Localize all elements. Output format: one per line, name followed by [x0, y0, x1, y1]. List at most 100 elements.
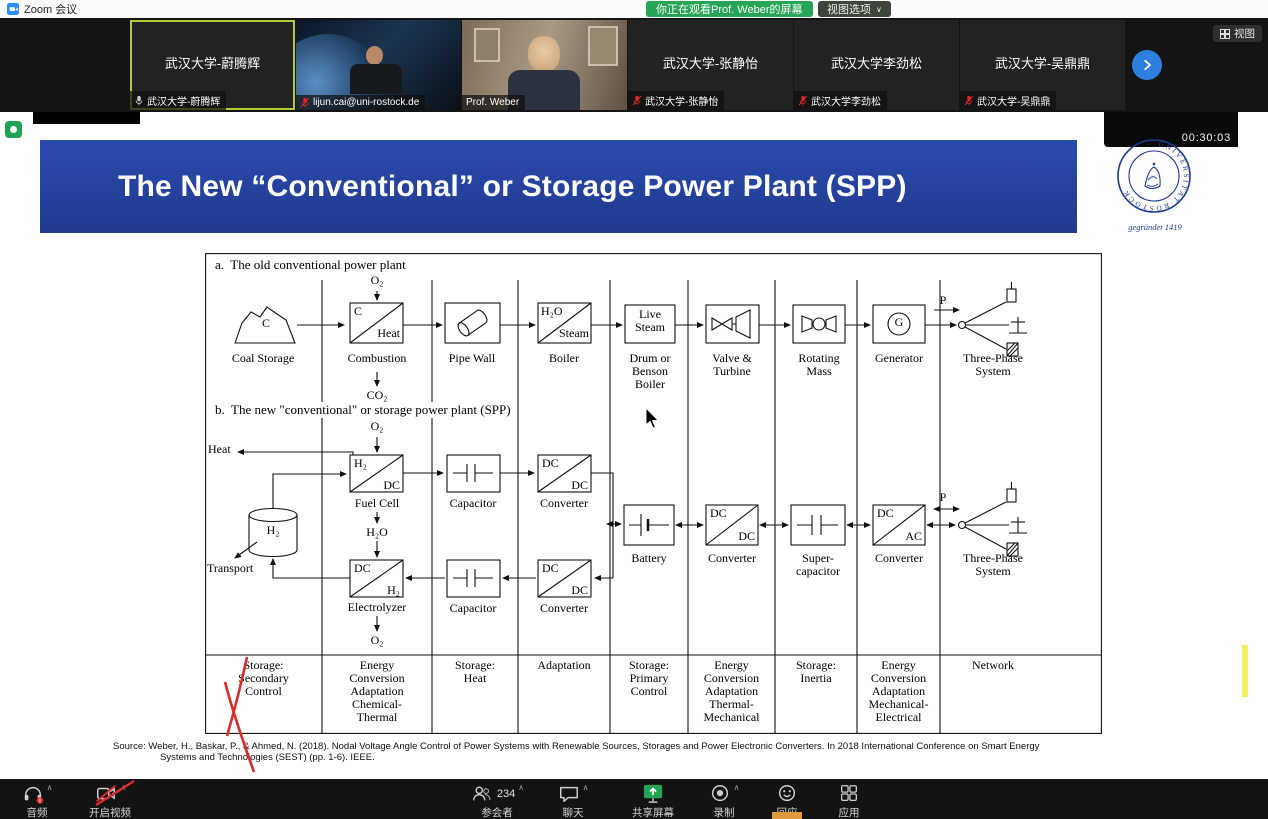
participant-tile[interactable]: Prof. Weber [462, 20, 627, 110]
diagram-caption-b: b. The new "conventional" or storage pow… [215, 402, 515, 418]
toolbar-record[interactable]: ∧ 录制 [697, 782, 751, 819]
participant-label: Prof. Weber [462, 95, 526, 110]
footer-col-3: Storage: Heat [455, 658, 495, 685]
meeting-timer: 00:30:03 [1104, 112, 1238, 147]
source-line-1: Source: Weber, H., Baskar, P., & Ahmed, … [113, 741, 1040, 752]
app-title: Zoom 会议 [24, 4, 78, 16]
toolbar-audio[interactable]: ∧ 音频 [7, 782, 67, 819]
converter-bottom-label: Converter [540, 601, 588, 615]
toolbar-apps[interactable]: 应用 [822, 782, 876, 819]
h2-tank-label: H₂ [266, 523, 280, 537]
logo-founded-text: gegründet 1419 [1128, 222, 1182, 232]
participant-label: 武汉大学李劲松 [794, 91, 887, 110]
heat-output-label: Heat [208, 442, 231, 456]
toolbar-chat-label: 聊天 [562, 807, 584, 819]
watching-banner-text: 你正在观看Prof. Weber的屏幕 [656, 4, 803, 16]
reactions-smiley-icon [778, 784, 796, 801]
chevron-up-icon[interactable]: ∧ [46, 783, 53, 792]
footer-col-9: Network [972, 658, 1014, 672]
fuelcell-in-label: H₂ [354, 456, 367, 470]
participant-tile[interactable]: 武汉大学-吴鼎鼎 武汉大学-吴鼎鼎 [960, 20, 1125, 110]
participant-tile[interactable]: 武汉大学-蔚腾辉 武汉大学-蔚腾辉 [130, 20, 295, 110]
mic-muted-icon [964, 95, 974, 106]
battery-label: Battery [631, 551, 667, 565]
co2-label: CO₂ [366, 388, 388, 402]
converter-dc-label: DC [571, 583, 588, 597]
title-bar: Zoom 会议 你正在观看Prof. Weber的屏幕 视图选项 ∨ [0, 0, 1268, 18]
drum-inner-label: Live Steam [635, 307, 665, 334]
toolbar-video[interactable]: ∧ 开启视频 [75, 782, 145, 819]
toolbar-apps-label: 应用 [838, 807, 860, 819]
chevron-up-icon[interactable]: ∧ [518, 783, 525, 792]
boiler-label: Boiler [549, 351, 579, 365]
source-citation: Source: Weber, H., Baskar, P., & Ahmed, … [113, 741, 1153, 763]
slide-title-band: The New “Conventional” or Storage Power … [40, 140, 1077, 233]
chevron-up-icon[interactable]: ∧ [582, 783, 589, 792]
electrolyzer-out-label: H₂ [387, 583, 400, 597]
camera-off-icon [95, 784, 116, 802]
participant-label: lijun.cai@uni-rostock.de [296, 95, 426, 110]
capacitor-top-label: Capacitor [449, 496, 497, 510]
next-participants-button[interactable] [1132, 50, 1162, 80]
participant-label: 武汉大学-张静怡 [628, 91, 725, 110]
grid-icon [1220, 28, 1230, 39]
combustion-label: Combustion [347, 351, 407, 365]
toolbar-participants[interactable]: 234 ∧ 参会者 [457, 782, 537, 819]
mic-muted-icon [632, 95, 642, 106]
electrolyzer-label: Electrolyzer [347, 600, 407, 614]
footer-col-5: Storage: Primary Control [629, 658, 669, 698]
toolbar-chat[interactable]: ∧ 聊天 [546, 782, 600, 819]
power-plant-diagram: a. The old conventional power plant b. T… [205, 253, 1102, 734]
headset-icon [24, 786, 43, 804]
toolbar-video-label: 开启视频 [89, 807, 131, 819]
participant-name: 武汉大学-张静怡 [662, 56, 759, 72]
footer-col-8: Energy Conversion Adaptation Mechanical-… [868, 658, 929, 724]
chevron-up-icon[interactable]: ∧ [120, 783, 127, 792]
reaction-indicator [772, 812, 802, 819]
boiler-in-label: H₂O [541, 304, 563, 318]
three-phase-label-a: Three-Phase System [963, 351, 1023, 378]
converter-dc-label: DC [738, 529, 755, 543]
transport-label: Transport [207, 561, 254, 575]
participant-name: 武汉大学李劲松 [830, 56, 922, 72]
chat-icon [559, 786, 578, 802]
toolbar-audio-label: 音频 [26, 807, 48, 819]
o2-label: O₂ [370, 419, 384, 433]
annotation-tool-icon[interactable] [5, 121, 22, 138]
o2-label: O₂ [370, 633, 384, 647]
converter-dc-label: DC [542, 561, 559, 575]
watching-banner: 你正在观看Prof. Weber的屏幕 [646, 1, 813, 17]
participant-video [366, 46, 383, 65]
drum-label: Drum or Benson Boiler [629, 351, 671, 391]
fuel-cell-label: Fuel Cell [354, 496, 400, 510]
chevron-up-icon[interactable]: ∧ [733, 783, 740, 792]
timer-text: 00:30:03 [1181, 132, 1231, 144]
converter-dc-label: DC [877, 506, 894, 520]
view-button-label: 视图 [1234, 28, 1255, 40]
shared-screen-top-bar [33, 112, 140, 124]
view-button[interactable]: 视图 [1213, 25, 1262, 42]
annotation-dot [10, 126, 17, 133]
capacitor-bottom-label: Capacitor [449, 601, 497, 615]
participant-count: 234 [496, 787, 516, 800]
mic-icon [135, 95, 143, 106]
participant-tile[interactable]: 武汉大学李劲松 武汉大学李劲松 [794, 20, 959, 110]
participant-name: 武汉大学-蔚腾辉 [164, 56, 261, 72]
video-strip: 武汉大学-蔚腾辉 武汉大学-蔚腾辉 [0, 18, 1268, 112]
participant-tile[interactable]: lijun.cai@uni-rostock.de [296, 20, 461, 110]
toolbar-share-screen[interactable]: 共享屏幕 [615, 782, 691, 819]
footer-col-6: Energy Conversion Adaptation Thermal- Me… [703, 658, 760, 724]
combustion-out-label: Heat [377, 326, 400, 340]
converter-right-label: Converter [875, 551, 923, 565]
participant-tile[interactable]: 武汉大学-张静怡 武汉大学-张静怡 [628, 20, 793, 110]
apps-grid-icon [841, 784, 857, 801]
power-p-label: P [939, 293, 947, 307]
valve-turbine-label: Valve & Turbine [712, 351, 752, 378]
participant-label: 武汉大学-蔚腾辉 [130, 91, 227, 110]
combustion-in-label: C [354, 304, 363, 318]
view-options-button[interactable]: 视图选项 ∨ [818, 1, 891, 17]
participant-video [528, 36, 560, 72]
meeting-toolbar: ∧ 音频 ∧ 开启视频 [0, 779, 1268, 819]
source-line-2: Systems and Technologies (SEST) (pp. 1-6… [160, 752, 375, 763]
